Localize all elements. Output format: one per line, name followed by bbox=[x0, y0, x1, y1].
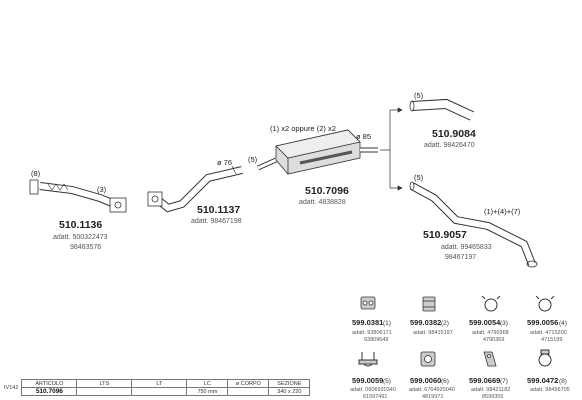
accessory-ref-1: adatt. 98421182 bbox=[471, 387, 510, 393]
spec-table: IV142 ARTICOLO LTS LT LC ø CORPO SEZIONE… bbox=[2, 379, 311, 396]
accessory-number: (6) bbox=[441, 378, 449, 385]
part-ref-1: adatt. 98426470 bbox=[424, 142, 475, 149]
callout-3: (3) bbox=[97, 185, 107, 194]
callout-dia-85: ø 85 bbox=[356, 132, 371, 141]
part-code-510-1137[interactable]: 510.1137 bbox=[197, 204, 240, 216]
rubber-mount-icon bbox=[422, 296, 436, 312]
accessory-ref-1: adatt. 98456705 bbox=[530, 387, 570, 393]
part-code-510-9084[interactable]: 510.9084 bbox=[432, 128, 476, 140]
spec-cell bbox=[76, 387, 133, 396]
accessory-ref-2: 61597491 bbox=[363, 394, 387, 400]
callout-accessories: (1)+(4)+(7) bbox=[484, 207, 521, 216]
front-pipe-510-1136[interactable] bbox=[29, 179, 127, 213]
part-ref-1: adatt. 98467198 bbox=[191, 218, 242, 225]
clamp-ring-icon bbox=[535, 295, 555, 312]
accessory-code: 599.0472 bbox=[527, 376, 558, 385]
intermediate-pipe-510-1137[interactable] bbox=[147, 166, 243, 213]
part-ref-2: 98463576 bbox=[70, 244, 101, 251]
accessory-ref-2: 93809649 bbox=[364, 337, 388, 343]
accessory-599-0381[interactable]: 599.0381 (1) adatt. 93806171 93809649 bbox=[352, 296, 392, 343]
accessory-code: 599.0054 bbox=[469, 318, 501, 327]
accessory-599-0056[interactable]: 599.0056 (4) adatt. 4715200 4715199 bbox=[527, 295, 567, 343]
accessory-ref-2: 8599355 bbox=[482, 394, 503, 400]
spec-cell: 750 mm bbox=[186, 387, 229, 396]
clamp-ring-icon bbox=[481, 295, 501, 312]
spec-header: ARTICOLO bbox=[21, 379, 78, 388]
spec-side-code: IV142 bbox=[4, 384, 19, 391]
tailpipe-510-9084[interactable] bbox=[409, 98, 475, 121]
part-ref-2: 98467197 bbox=[445, 254, 476, 261]
gasket-icon bbox=[420, 351, 436, 367]
spec-cell bbox=[131, 387, 188, 396]
rear-silencer-510-7096[interactable] bbox=[256, 129, 378, 175]
callout-5: (5) bbox=[248, 155, 258, 164]
part-code-510-7096[interactable]: 510.7096 bbox=[305, 185, 349, 197]
spec-header: LTS bbox=[76, 379, 133, 388]
accessory-599-0382[interactable]: 599.0382 (2) adatt. 98415197 bbox=[410, 296, 453, 336]
part-code-510-1136[interactable]: 510.1136 bbox=[59, 219, 102, 231]
callout-mounting: (1) x2 oppure (2) x2 bbox=[270, 124, 336, 133]
accessory-ref-1: adatt. 4790368 bbox=[472, 330, 509, 336]
spec-cell: 340 x 220 bbox=[268, 387, 311, 396]
callout-dia-76: ø 76 bbox=[217, 158, 232, 167]
accessory-ref-1: adatt. 4715200 bbox=[530, 330, 567, 336]
accessory-code: 599.0381 bbox=[352, 318, 383, 327]
accessory-code: 599.0669 bbox=[469, 376, 500, 385]
u-bolt-clamp-icon bbox=[358, 352, 378, 367]
accessory-ref-1: adatt. 0606920340 bbox=[350, 387, 396, 393]
accessory-code: 599.0382 bbox=[410, 318, 441, 327]
accessory-code: 599.0056 bbox=[527, 318, 558, 327]
accessory-599-0472[interactable]: 599.0472 (8) adatt. 98456705 bbox=[527, 349, 570, 393]
accessory-599-0669[interactable]: 599.0669 (7) adatt. 98421182 8599355 bbox=[469, 351, 510, 400]
part-ref-1: adatt. 4838828 bbox=[299, 199, 346, 206]
accessory-ref-1: adatt. 98415197 bbox=[413, 330, 453, 336]
spec-header: LT bbox=[131, 379, 188, 388]
accessory-code: 599.0059 bbox=[352, 376, 383, 385]
accessory-code: 599.0060 bbox=[410, 376, 441, 385]
part-code-510-9057[interactable]: 510.9057 bbox=[423, 229, 467, 241]
accessory-number: (8) bbox=[559, 378, 567, 385]
band-clamp-icon bbox=[538, 349, 552, 367]
part-ref-1: adatt. 99465833 bbox=[441, 244, 492, 251]
accessory-ref-2: 4715199 bbox=[541, 337, 562, 343]
spec-header: LC bbox=[186, 379, 229, 388]
accessory-number: (2) bbox=[441, 320, 449, 327]
accessory-599-0060[interactable]: 599.0060 (6) adatt. 6764920040 4819971 bbox=[409, 351, 455, 400]
spec-cell bbox=[227, 387, 270, 396]
callout-5: (5) bbox=[414, 91, 424, 100]
accessory-number: (4) bbox=[559, 320, 567, 327]
accessory-number: (7) bbox=[500, 378, 508, 385]
accessory-ref-1: adatt. 93806171 bbox=[352, 330, 392, 336]
accessory-ref-1: adatt. 6764920040 bbox=[409, 387, 455, 393]
rubber-hanger-icon bbox=[360, 296, 376, 310]
spec-header: ø CORPO bbox=[227, 379, 270, 388]
callout-8: (8) bbox=[31, 169, 41, 178]
accessory-ref-2: 4790369 bbox=[483, 337, 504, 343]
spec-cell[interactable]: 510.7096 bbox=[21, 387, 78, 396]
alternative-bracket bbox=[380, 107, 403, 191]
callout-5: (5) bbox=[414, 173, 424, 182]
accessory-599-0054[interactable]: 599.0054 (3) adatt. 4790368 4790369 bbox=[469, 295, 509, 343]
accessory-599-0059[interactable]: 599.0059 (5) adatt. 0606920340 61597491 bbox=[350, 352, 396, 400]
bracket-icon bbox=[483, 351, 497, 367]
tailpipe-510-9057[interactable] bbox=[409, 181, 538, 268]
accessory-number: (3) bbox=[500, 320, 508, 327]
part-ref-1: adatt. 500322473 bbox=[53, 234, 108, 241]
accessory-number: (1) bbox=[383, 320, 391, 327]
accessory-ref-2: 4819971 bbox=[422, 394, 443, 400]
accessory-number: (5) bbox=[383, 378, 391, 385]
spec-header: SEZIONE bbox=[268, 379, 311, 388]
